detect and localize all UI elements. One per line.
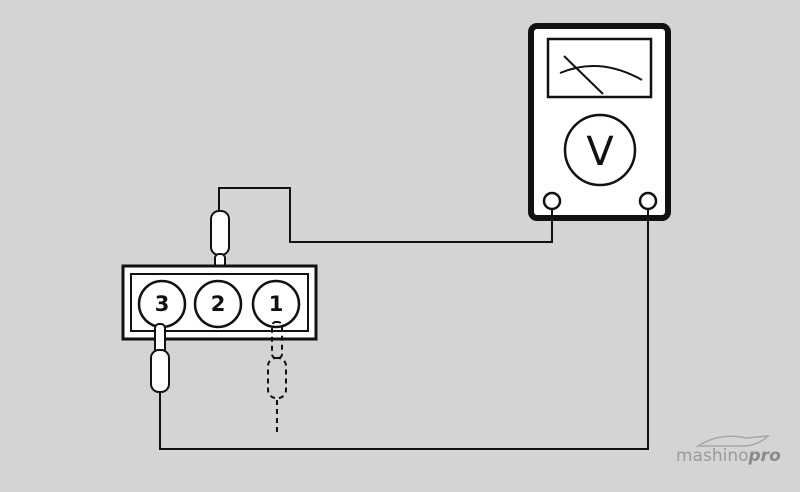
pin-1-label: 1 — [269, 292, 284, 316]
watermark-car-icon — [695, 435, 770, 447]
meter-symbol: V — [586, 129, 614, 175]
wires — [159, 187, 649, 450]
pin-1 — [251, 279, 301, 329]
wire-pin3-to-meter — [159, 209, 649, 450]
probe-pin3-handle — [150, 349, 170, 393]
connector: 3 2 1 — [121, 264, 318, 341]
watermark: mashinopro — [676, 435, 781, 466]
pin-2 — [193, 279, 243, 329]
meter-dial — [563, 113, 637, 187]
voltmeter: V — [528, 23, 671, 221]
pin-3-label: 3 — [155, 292, 170, 316]
meter-terminal-left — [542, 191, 562, 211]
probe-pin1-dashed-handle — [267, 357, 287, 399]
probe-pin1-dashed — [267, 321, 287, 436]
pin-2-label: 2 — [211, 292, 226, 316]
probe-pin2-handle — [210, 210, 230, 256]
meter-terminal-right — [638, 191, 658, 211]
probe-pin3 — [150, 323, 170, 393]
probe-pin1-dashed-tip — [271, 321, 283, 359]
meter-scale-arc — [559, 64, 643, 81]
wire-pin2-to-meter — [218, 187, 553, 243]
meter-needle — [563, 55, 604, 95]
watermark-text: mashinopro — [676, 446, 781, 466]
voltmeter-display — [546, 37, 653, 99]
